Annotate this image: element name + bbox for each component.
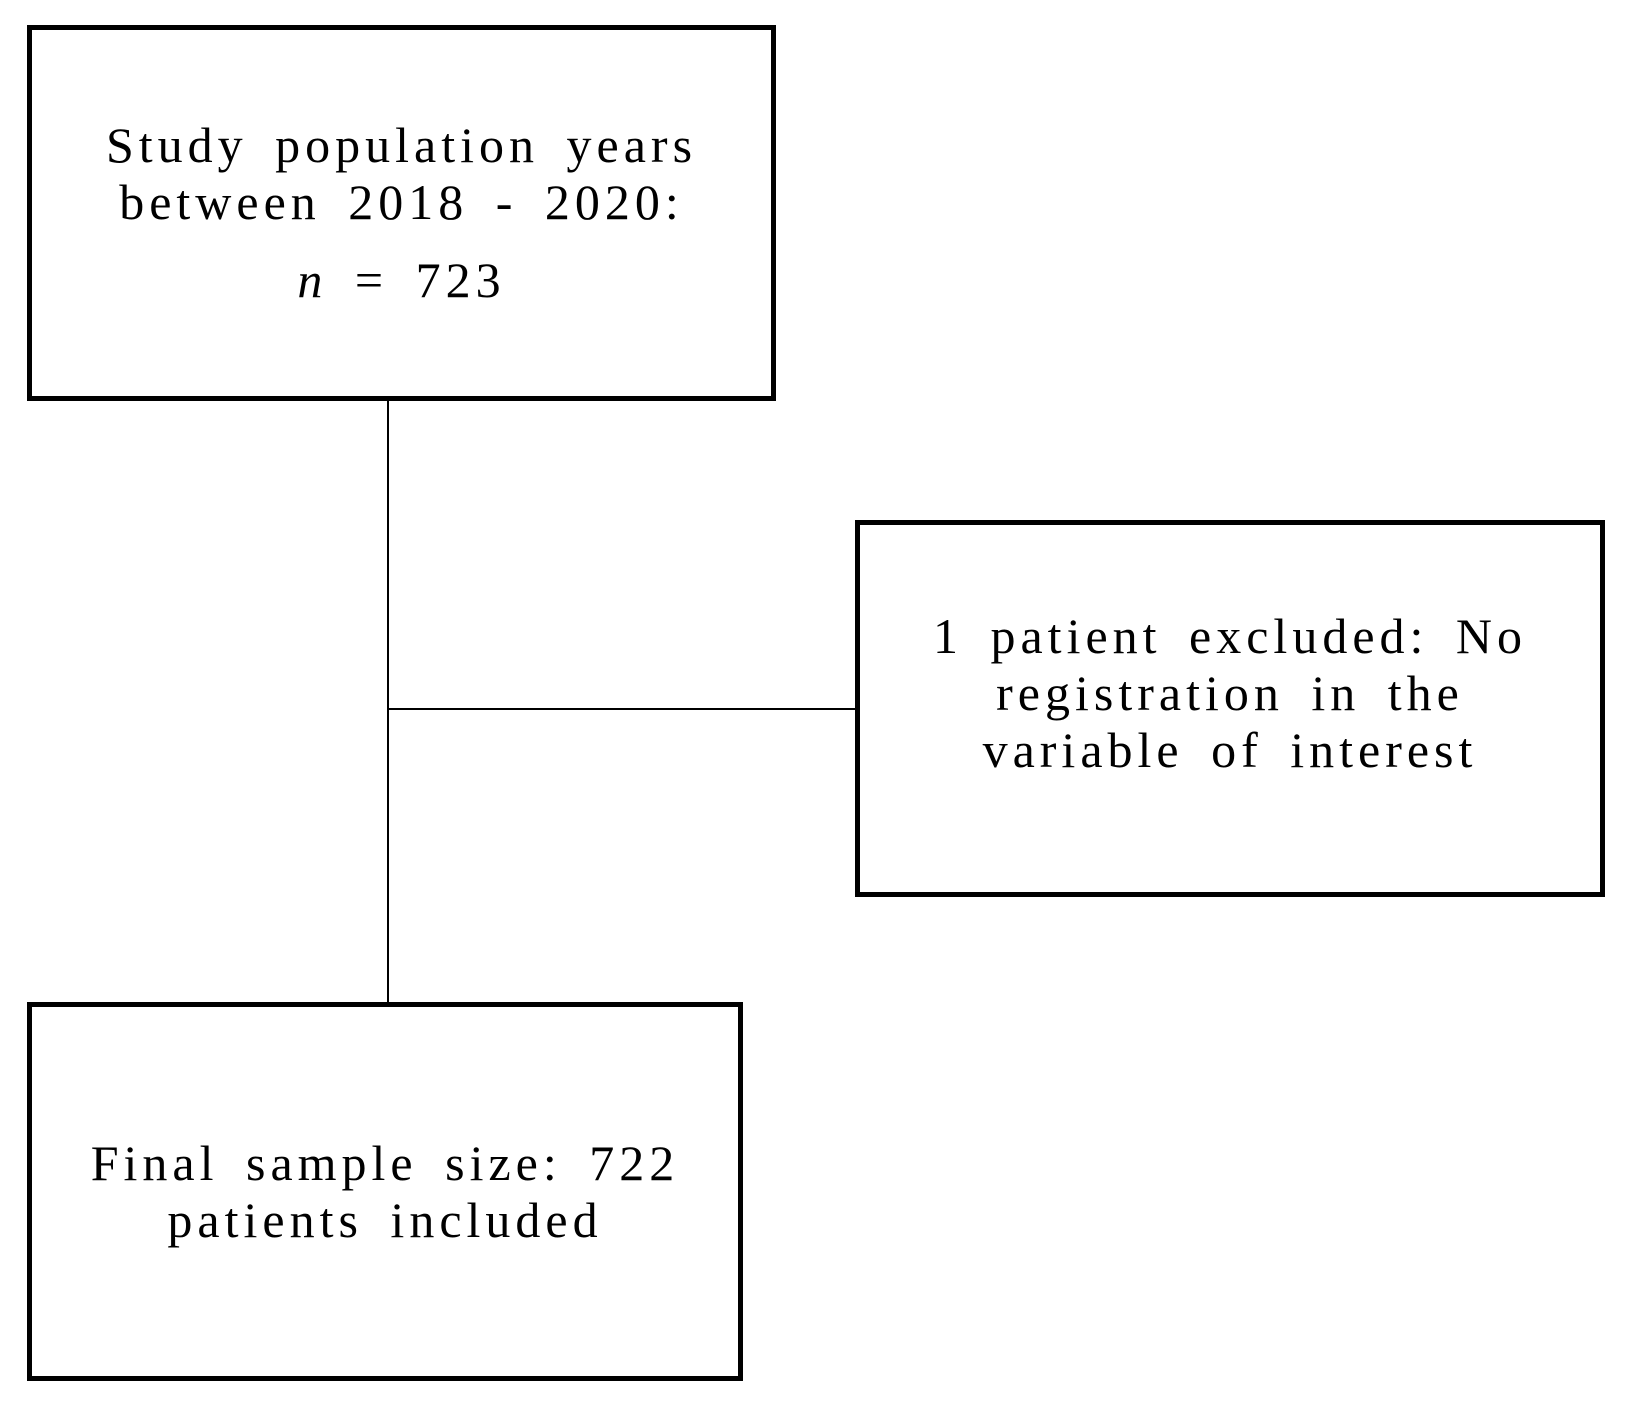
study-population-line2: between 2018 - 2020: <box>119 174 684 230</box>
horizontal-connector-line <box>388 708 856 710</box>
study-population-box: Study population years between 2018 - 20… <box>27 25 776 401</box>
exclusion-line1: 1 patient excluded: No <box>932 608 1528 664</box>
study-population-line1: Study population years <box>105 117 698 173</box>
n-value: = 723 <box>327 252 506 308</box>
n-variable: n <box>297 252 328 308</box>
exclusion-line2: registration in the <box>996 665 1464 721</box>
vertical-connector-line <box>387 398 389 1004</box>
sample-count-line: n = 723 <box>297 252 505 309</box>
final-sample-box: Final sample size: 722 patients included <box>27 1002 743 1381</box>
final-sample-line2: patients included <box>167 1191 603 1248</box>
exclusion-box: 1 patient excluded: No registration in t… <box>855 520 1605 897</box>
final-sample-line1: Final sample size: 722 <box>90 1134 680 1191</box>
exclusion-line3: variable of interest <box>982 722 1478 778</box>
